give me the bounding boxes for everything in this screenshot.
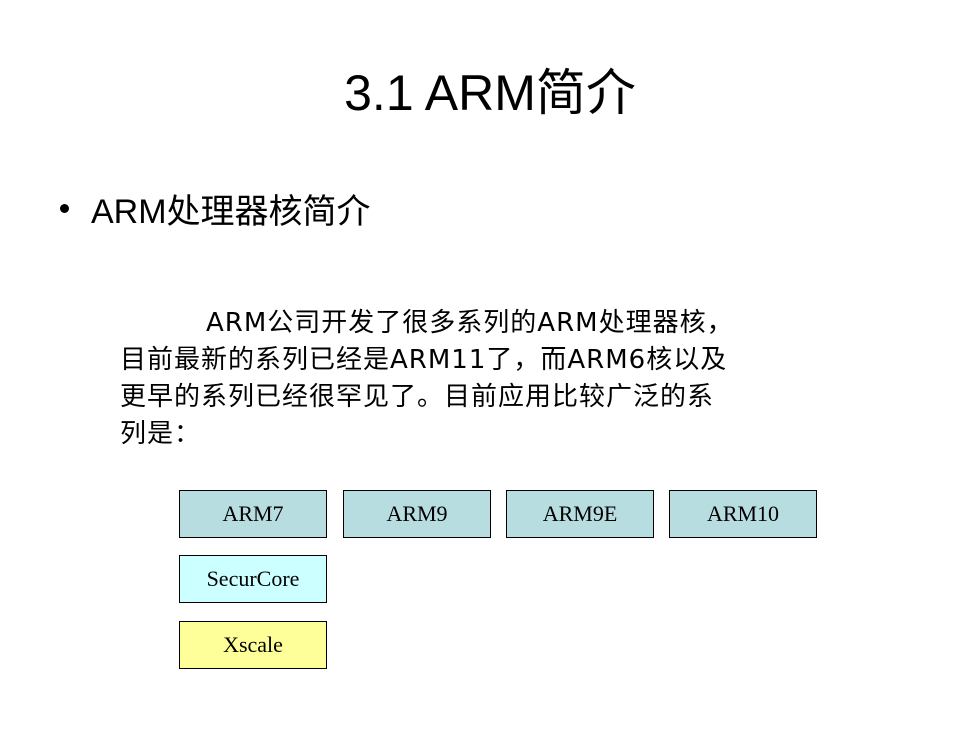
core-box-arm7: ARM7 xyxy=(179,490,327,538)
core-box-arm10: ARM10 xyxy=(669,490,817,538)
paragraph-line: 目前最新的系列已经是ARM11了，而ARM6核以及 xyxy=(120,345,728,375)
paragraph-line: ARM公司开发了很多系列的ARM处理器核， xyxy=(206,308,734,338)
core-box-securcore: SecurCore xyxy=(179,555,327,603)
paragraph-line: 更早的系列已经很罕见了。目前应用比较广泛的系 xyxy=(120,382,715,412)
core-box-arm9: ARM9 xyxy=(343,490,491,538)
description-paragraph: ARM公司开发了很多系列的ARM处理器核， 目前最新的系列已经是ARM11了，而… xyxy=(120,305,855,453)
bullet-dot-icon xyxy=(60,203,69,213)
bullet-item: ARM处理器核简介 xyxy=(60,180,371,236)
slide-title: 3.1 ARM简介 xyxy=(344,65,636,121)
paragraph-line: 列是： xyxy=(120,419,202,449)
bullet-text: ARM处理器核简介 xyxy=(91,192,371,231)
core-box-arm9e: ARM9E xyxy=(506,490,654,538)
core-box-xscale: Xscale xyxy=(179,621,327,669)
